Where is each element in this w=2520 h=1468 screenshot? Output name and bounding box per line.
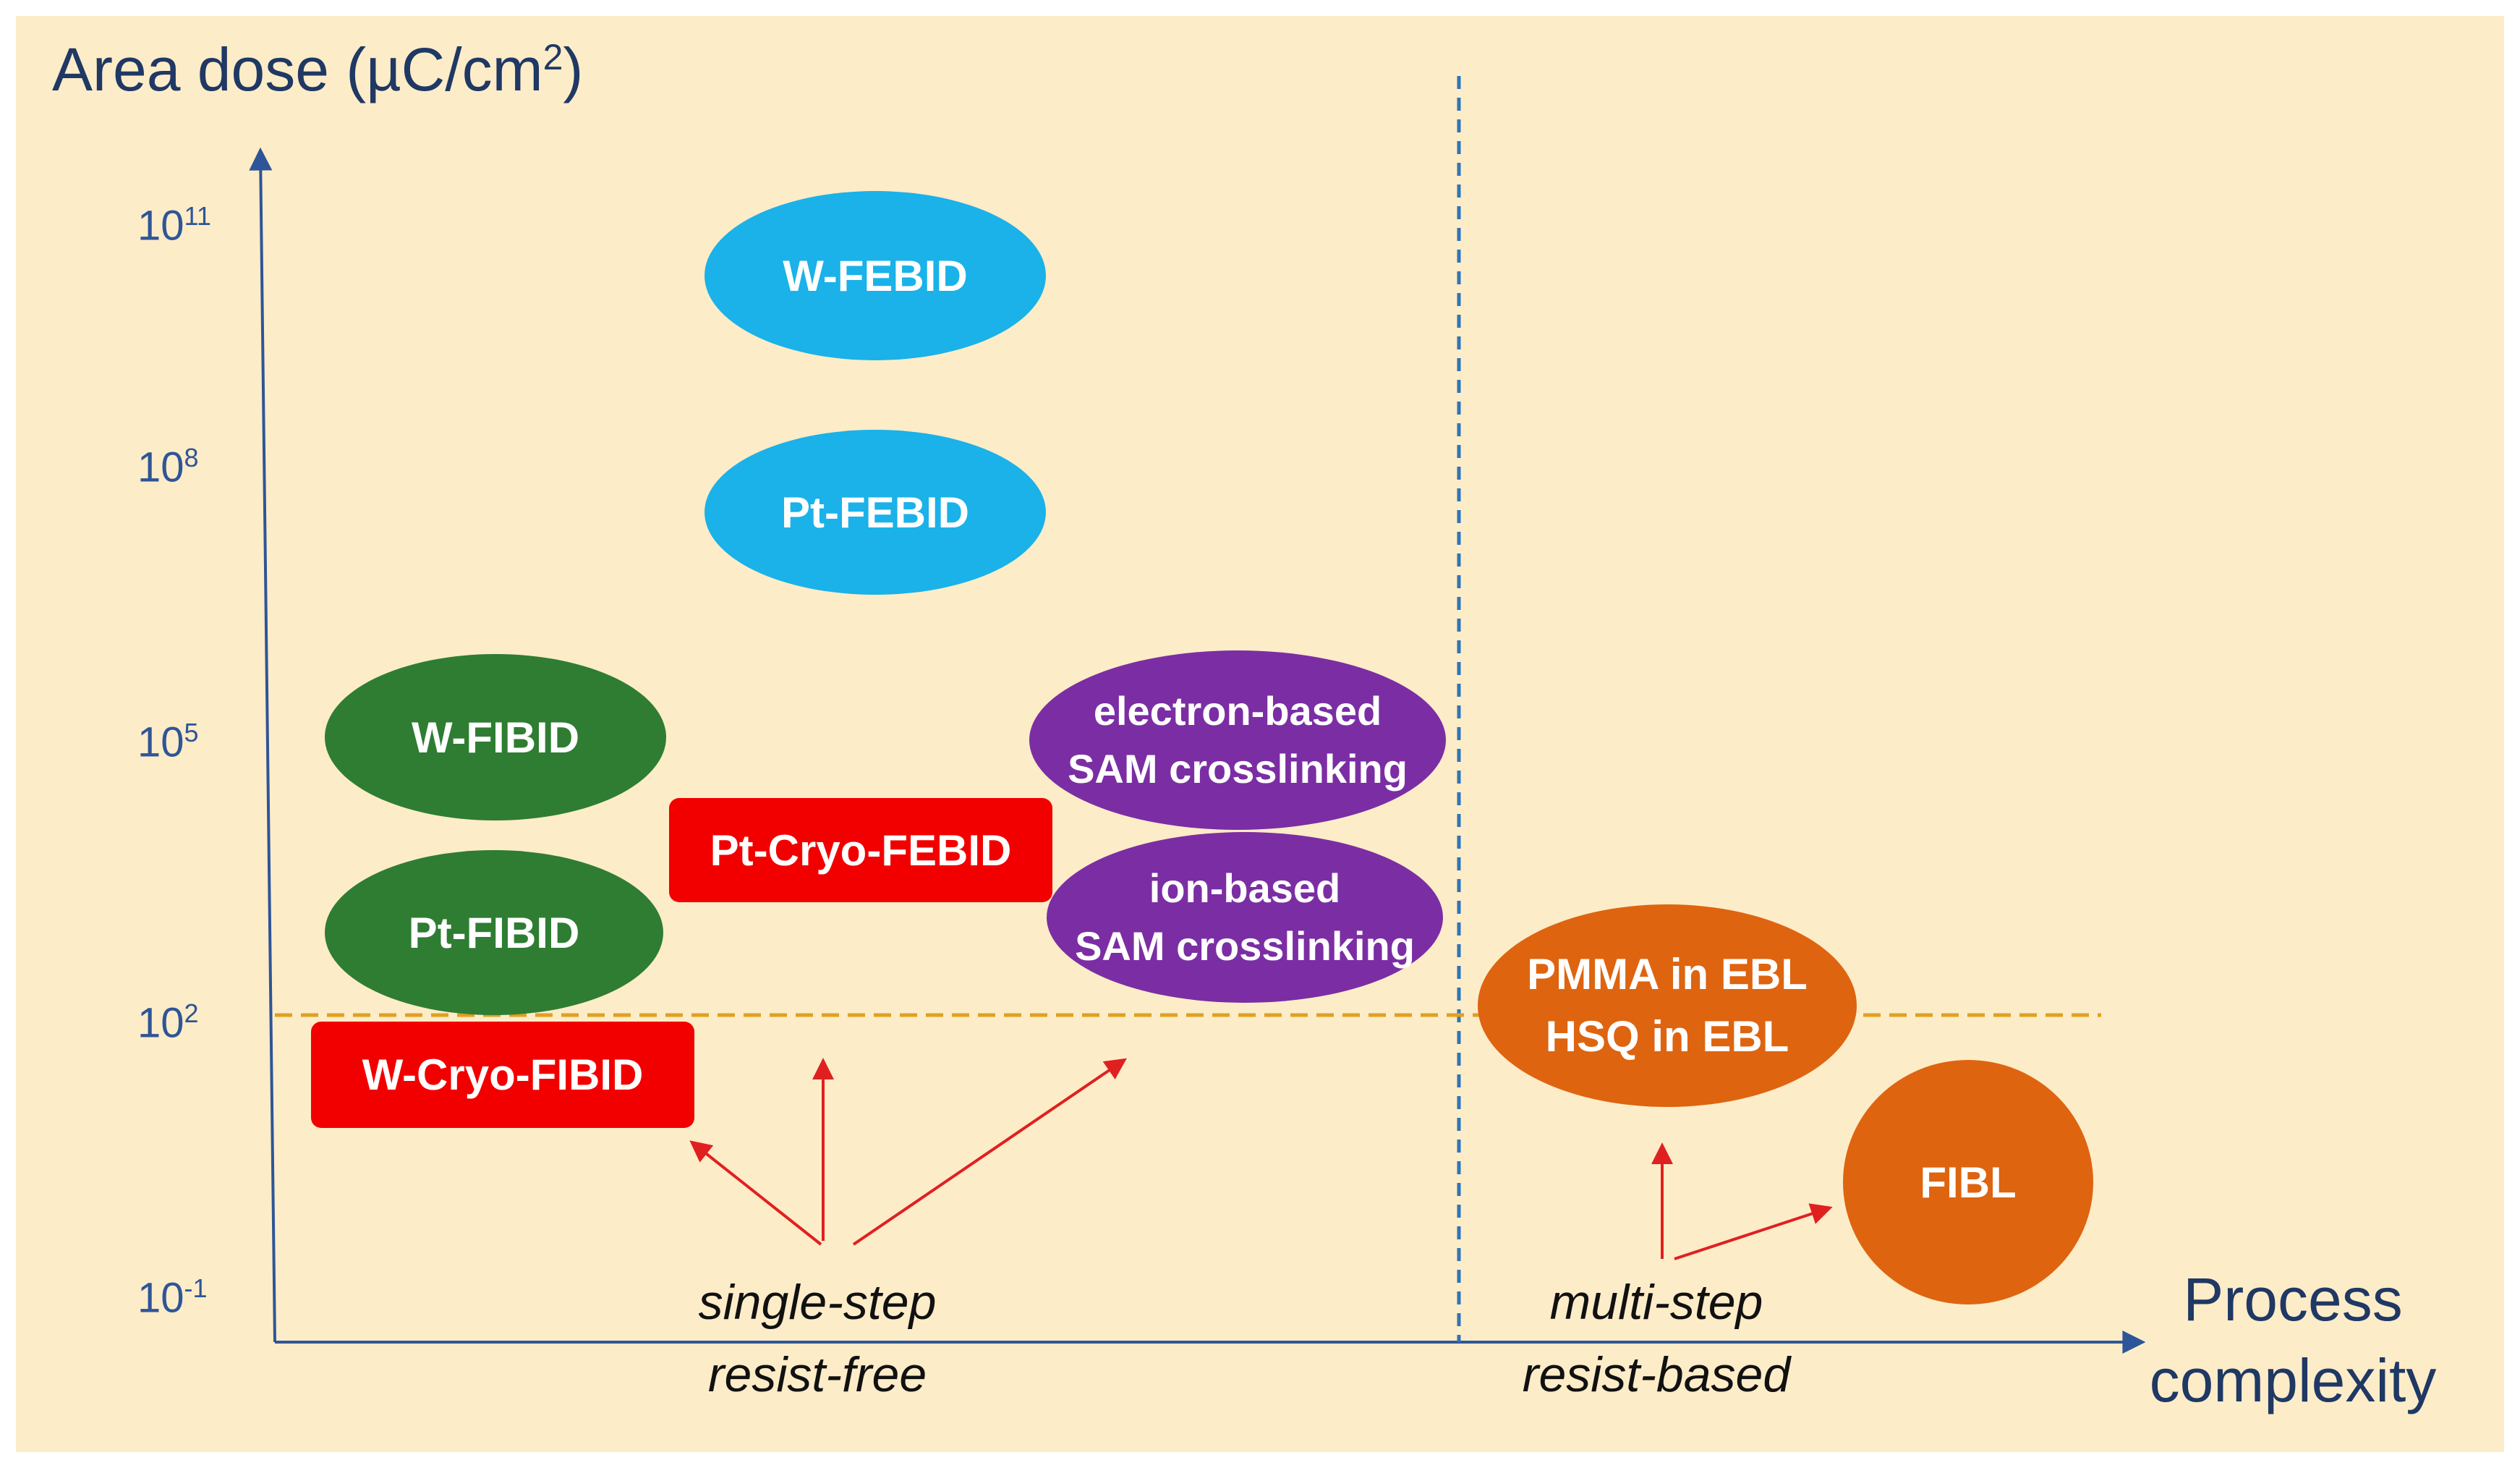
w-fibid-ellipse: W-FIBID — [325, 654, 666, 820]
single-step-caption: single-step resist-free — [637, 1266, 998, 1411]
multi-step-line1: multi-step — [1549, 1275, 1763, 1330]
arrow-to-fibl — [1674, 1203, 1833, 1260]
pmma-line2: HSQ in EBL — [1545, 1012, 1789, 1061]
arrow-to-sam — [852, 1058, 1127, 1246]
pmma-hsq-ebl-ellipse: PMMA in EBL HSQ in EBL — [1478, 904, 1857, 1107]
pt-febid-ellipse: Pt-FEBID — [705, 430, 1046, 595]
w-febid-ellipse: W-FEBID — [705, 191, 1046, 360]
fibl-circle: FIBL — [1843, 1060, 2093, 1304]
y-axis-title: Area dose (µC/cm2) — [52, 35, 584, 103]
tick-label-10-11: 1011 — [137, 201, 211, 250]
tick-label-10-2: 102 — [137, 998, 199, 1047]
w-fibid-label: W-FIBID — [411, 713, 580, 762]
pt-cryo-febid-box: Pt-Cryo-FEBID — [669, 798, 1052, 902]
single-step-line2: resist-free — [707, 1347, 927, 1402]
pt-fibid-label: Pt-FIBID — [408, 908, 580, 957]
pmma-line1: PMMA in EBL — [1527, 950, 1808, 998]
arrow-to-w-cryo-fibid — [689, 1140, 822, 1246]
tick-label-10-8: 108 — [137, 443, 199, 491]
electron-sam-crosslinking-ellipse: electron-based SAM crosslinking — [1029, 650, 1446, 830]
ion-sam-crosslinking-ellipse: ion-based SAM crosslinking — [1047, 832, 1443, 1003]
ion-sam-line2: SAM crosslinking — [1075, 923, 1415, 969]
ion-sam-line1: ion-based — [1149, 865, 1341, 911]
tick-label-10-minus1: 10-1 — [137, 1273, 208, 1322]
w-febid-label: W-FEBID — [783, 251, 968, 300]
w-cryo-fibid-label: W-Cryo-FIBID — [362, 1051, 644, 1099]
multi-step-line2: resist-based — [1522, 1347, 1791, 1402]
electron-sam-line1: electron-based — [1093, 688, 1382, 734]
electron-sam-line2: SAM crosslinking — [1068, 746, 1408, 792]
pt-fibid-ellipse: Pt-FIBID — [325, 850, 663, 1015]
pt-cryo-febid-label: Pt-Cryo-FEBID — [710, 826, 1012, 875]
single-step-line1: single-step — [698, 1275, 937, 1330]
y-axis — [249, 147, 276, 1343]
tick-label-10-5: 105 — [137, 718, 199, 766]
w-cryo-fibid-box: W-Cryo-FIBID — [311, 1022, 694, 1128]
x-axis-title: Process complexity — [2149, 1265, 2437, 1414]
multi-step-caption: multi-step resist-based — [1476, 1266, 1837, 1411]
fibl-label: FIBL — [1920, 1158, 2017, 1207]
pt-febid-label: Pt-FEBID — [781, 488, 969, 537]
